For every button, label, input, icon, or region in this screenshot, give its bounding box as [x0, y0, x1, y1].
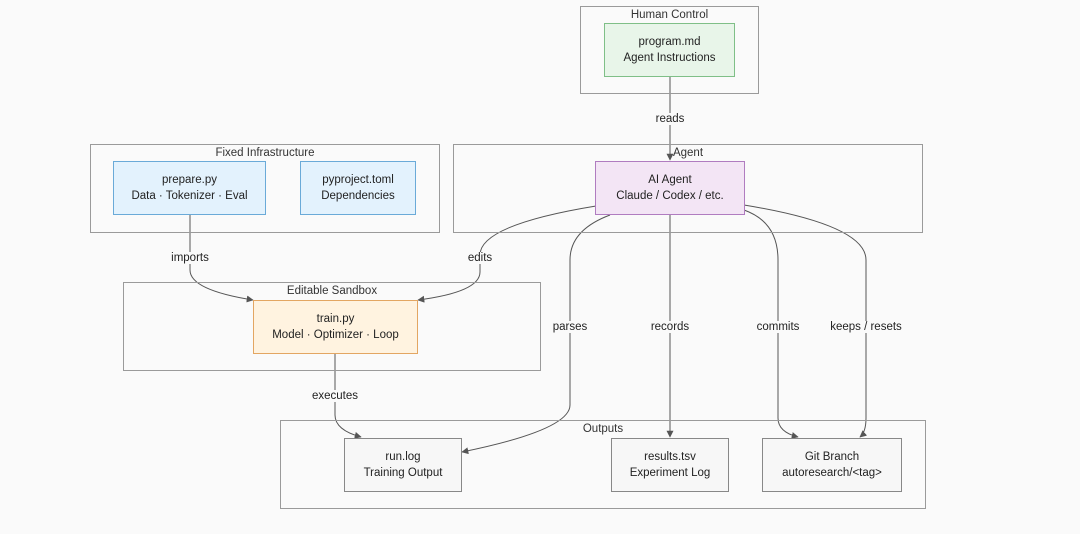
node-pyproject-toml[interactable]: pyproject.toml Dependencies: [300, 161, 416, 215]
edge-imports: [189, 215, 254, 303]
edge-label-commits: commits: [754, 321, 802, 333]
node-title: results.tsv: [644, 451, 696, 463]
node-title: AI Agent: [648, 174, 692, 186]
node-subtitle: Model · Optimizer · Loop: [272, 329, 399, 341]
edge-executes: [334, 354, 362, 439]
node-train-py[interactable]: train.py Model · Optimizer · Loop: [253, 300, 418, 354]
edge-label-edits: edits: [465, 252, 495, 264]
node-run-log[interactable]: run.log Training Output: [344, 438, 462, 492]
edge-label-keeps-resets: keeps / resets: [828, 321, 904, 333]
node-title: prepare.py: [162, 174, 217, 186]
node-results-tsv[interactable]: results.tsv Experiment Log: [611, 438, 729, 492]
edge-label-reads: reads: [653, 113, 687, 125]
edge-label-imports: imports: [169, 252, 211, 264]
edge-label-parses: parses: [550, 321, 590, 333]
node-title: run.log: [385, 451, 421, 463]
node-subtitle: autoresearch/<tag>: [782, 467, 882, 479]
node-title: pyproject.toml: [322, 174, 394, 186]
node-subtitle: Agent Instructions: [623, 52, 716, 64]
node-subtitle: Training Output: [363, 467, 443, 479]
group-fixed-infrastructure: Fixed Infrastructure: [90, 144, 440, 233]
edge-label-executes: executes: [309, 390, 361, 402]
node-subtitle: Dependencies: [321, 190, 395, 202]
group-title: Editable Sandbox: [286, 285, 378, 297]
node-program-md[interactable]: program.md Agent Instructions: [604, 23, 735, 77]
group-agent: Agent: [453, 144, 923, 233]
edge-commits: [743, 209, 799, 439]
edge-keeps-resets: [743, 204, 868, 438]
node-subtitle: Claude / Codex / etc.: [616, 190, 724, 202]
group-outputs: Outputs: [280, 420, 926, 509]
group-editable-sandbox: Editable Sandbox: [123, 282, 541, 371]
group-title: Fixed Infrastructure: [215, 147, 315, 159]
node-title: program.md: [638, 36, 701, 48]
node-git-branch[interactable]: Git Branch autoresearch/<tag>: [762, 438, 902, 492]
node-title: Git Branch: [804, 451, 860, 463]
group-title: Human Control: [630, 9, 709, 21]
group-title: Agent: [672, 147, 704, 159]
group-title: Outputs: [582, 423, 624, 435]
edge-parses: [461, 214, 611, 455]
edge-label-records: records: [648, 321, 692, 333]
node-subtitle: Experiment Log: [629, 467, 711, 479]
node-title: train.py: [316, 313, 355, 325]
node-prepare-py[interactable]: prepare.py Data · Tokenizer · Eval: [113, 161, 266, 215]
group-human-control: Human Control: [580, 6, 759, 94]
node-ai-agent[interactable]: AI Agent Claude / Codex / etc.: [595, 161, 745, 215]
node-subtitle: Data · Tokenizer · Eval: [131, 190, 248, 202]
